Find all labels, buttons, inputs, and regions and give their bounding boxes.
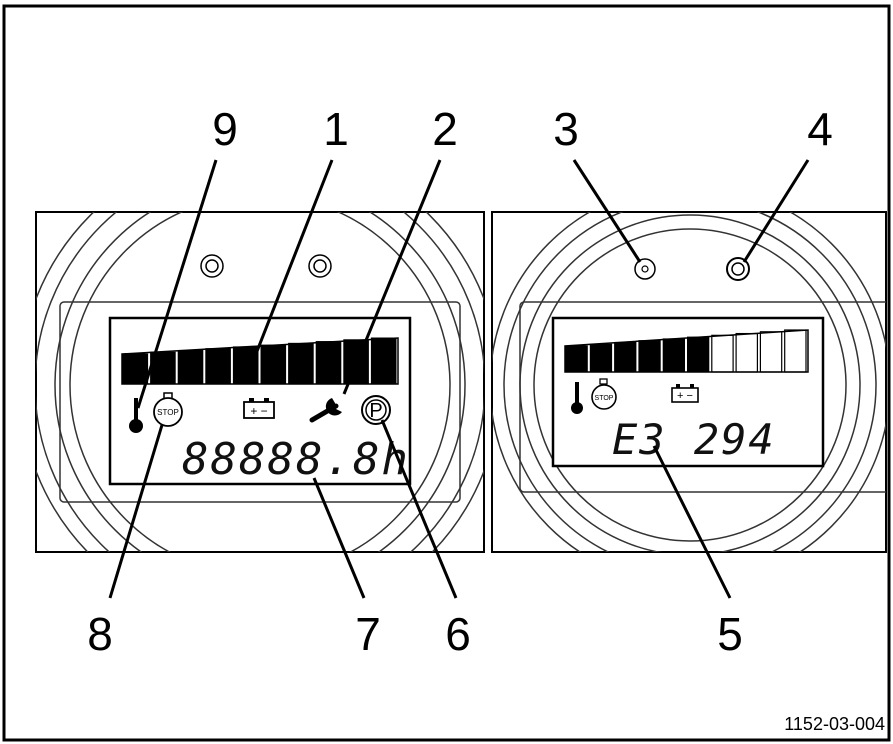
bar-segment [759,331,783,373]
callout-4: 4 [807,103,833,155]
right-bar-graph [564,329,809,373]
bar-segment [638,340,661,373]
bar-segment [370,337,397,385]
leader-6 [380,419,458,599]
bar-segment [711,334,734,373]
bar-segment [205,348,231,385]
leader-4 [742,159,810,263]
leader-1 [250,159,334,365]
stop-icon: STOP [591,378,617,410]
bar-segment [784,329,807,373]
left-display-panel: STOP + − P 88888.8h [35,211,485,553]
left-screw-2 [308,254,332,278]
bar-segment [662,338,686,373]
bar-segment [735,332,758,373]
reference-code: 1152-03-004 [784,714,885,734]
callout-1: 1 [323,103,349,155]
leader-2 [342,159,442,395]
leader-5 [652,445,732,599]
thermometer-icon [571,382,583,414]
left-screw-1 [200,254,224,278]
right-battery-label: + − [677,390,693,402]
battery-icon: + − [243,398,275,419]
bar-segment [614,341,637,373]
bar-segment [177,349,204,385]
right-stop-label: STOP [595,395,614,402]
led-indicator-right [726,257,750,281]
callout-lines [108,159,810,599]
hour-meter-digits: 88888.8h [182,434,410,485]
bar-segment [315,341,342,385]
parking-icon: P [361,395,391,425]
callout-3: 3 [553,103,579,155]
stop-icon: STOP [153,392,183,427]
outer-frame [2,4,891,742]
bar-segment [687,336,710,373]
parking-label: P [369,400,382,422]
leader-7 [312,477,366,599]
callout-6: 6 [445,608,471,660]
bar-segment [260,344,287,385]
callout-9: 9 [212,103,238,155]
bar-outline [121,337,399,385]
error-code-text: E3 294 [612,415,776,464]
bar-segment [565,345,588,373]
left-stop-label: STOP [157,408,179,417]
bar-segment [122,353,149,385]
callout-2: 2 [432,103,458,155]
bar-segment [589,343,613,373]
leader-3 [572,159,642,263]
led-indicator-left [634,258,656,280]
leader-8 [108,424,164,599]
callout-5: 5 [717,608,743,660]
battery-icon: + − [671,384,699,403]
leader-9 [136,159,218,409]
right-display-panel: STOP + − E3 294 [491,211,887,553]
bar-segment [288,342,314,385]
callout-8: 8 [87,608,113,660]
bar-segment [232,346,259,385]
callout-7: 7 [355,608,381,660]
bar-outline [564,329,809,373]
left-battery-label: + − [250,404,267,418]
thermometer-icon [129,398,143,433]
wrench-icon [309,398,342,423]
